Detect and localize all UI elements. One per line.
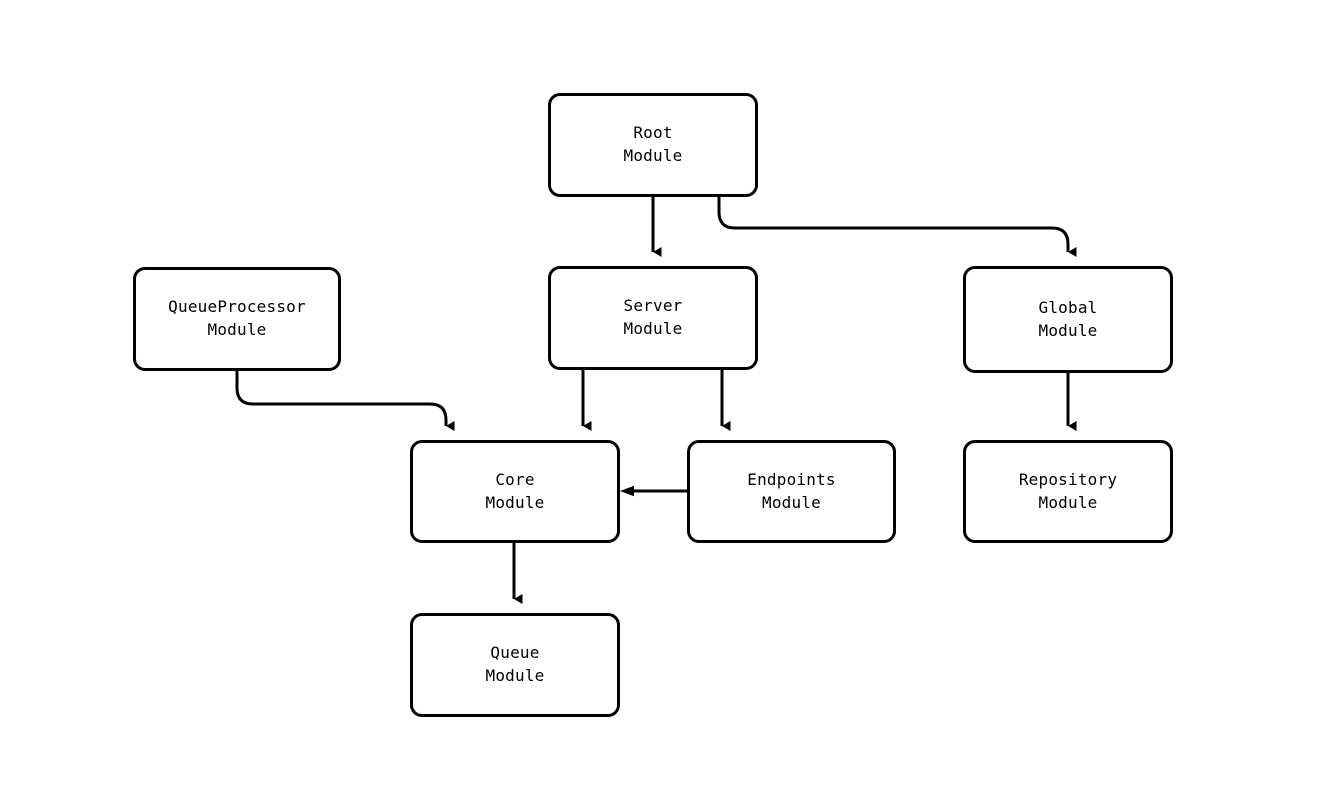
node-repository[interactable]: Repository Module	[963, 440, 1173, 543]
edge-root-global	[717, 197, 1077, 257]
node-label-line2: Module	[485, 492, 545, 512]
node-label-line1: Endpoints	[747, 469, 836, 489]
node-label-line1: Global	[1038, 297, 1098, 317]
edge-queueprocessor-core	[235, 371, 455, 431]
node-global[interactable]: Global Module	[963, 266, 1173, 373]
edge-paths	[235, 197, 1077, 604]
node-label-line2: Module	[1038, 492, 1098, 512]
node-label-line2: Module	[207, 320, 267, 339]
node-label-line2: Module	[1038, 320, 1098, 340]
node-label-line2: Module	[623, 146, 683, 165]
node-label-line1: Core	[495, 469, 535, 489]
node-core[interactable]: Core Module	[410, 440, 620, 543]
node-label-line1: Repository	[1018, 469, 1118, 489]
node-label-line2: Module	[762, 492, 821, 512]
node-queueprocessor[interactable]: QueueProcessor Module	[133, 267, 341, 371]
node-server[interactable]: Server Module	[548, 266, 758, 370]
node-endpoints[interactable]: Endpoints Module	[687, 440, 896, 543]
node-label-line1: Root	[633, 123, 673, 143]
node-label-line2: Module	[485, 666, 545, 685]
node-label-line1: Queue	[490, 643, 540, 663]
arrowhead-endpoints-core	[620, 485, 634, 497]
node-label-line1: QueueProcessor	[168, 297, 306, 317]
node-label-line1: Server	[623, 296, 683, 316]
node-queue[interactable]: Queue Module	[410, 613, 620, 717]
node-label-line2: Module	[623, 319, 683, 338]
node-root[interactable]: Root Module	[548, 93, 758, 197]
